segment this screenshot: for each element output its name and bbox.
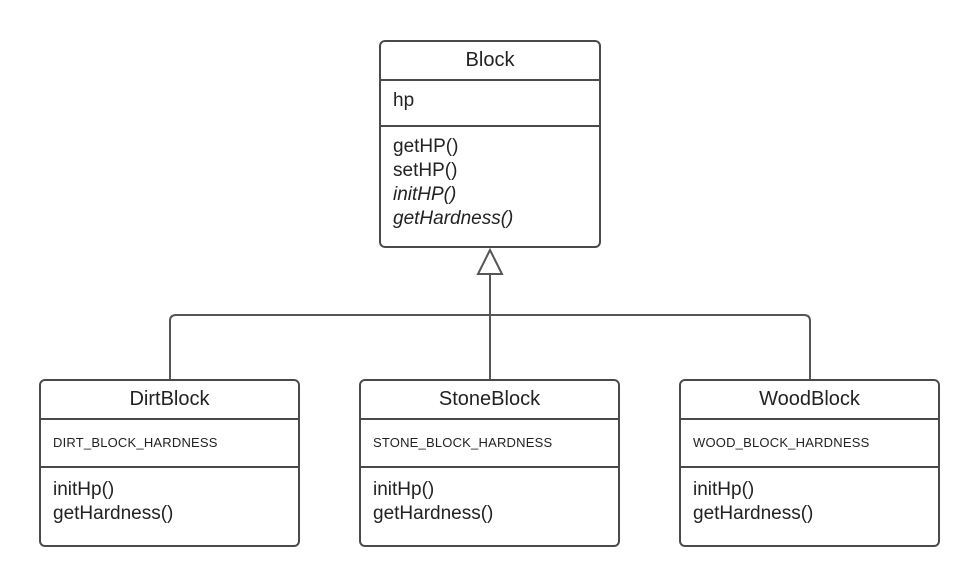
class-woodblock-methods: initHp() getHardness() bbox=[681, 468, 938, 545]
class-dirtblock[interactable]: DirtBlock DIRT_BLOCK_HARDNESS initHp() g… bbox=[39, 379, 300, 547]
class-stoneblock-methods: initHp() getHardness() bbox=[361, 468, 618, 545]
class-block-attributes: hp bbox=[381, 81, 599, 127]
method-gethardness: getHardness() bbox=[373, 503, 494, 524]
class-block-methods: getHP() setHP() initHP() getHardness() bbox=[381, 127, 599, 246]
method-inithp-abstract: initHP() bbox=[393, 184, 457, 205]
class-dirtblock-attributes: DIRT_BLOCK_HARDNESS bbox=[41, 420, 298, 468]
method-inithp: initHp() bbox=[693, 479, 755, 500]
method-gethardness-abstract: getHardness() bbox=[393, 208, 514, 229]
class-block-name-section: Block bbox=[381, 42, 599, 81]
class-stoneblock-name: StoneBlock bbox=[438, 388, 541, 410]
class-dirtblock-methods: initHp() getHardness() bbox=[41, 468, 298, 545]
class-woodblock-attributes: WOOD_BLOCK_HARDNESS bbox=[681, 420, 938, 468]
method-gethardness: getHardness() bbox=[53, 503, 174, 524]
method-gethardness: getHardness() bbox=[693, 503, 814, 524]
class-dirtblock-name-section: DirtBlock bbox=[41, 381, 298, 420]
class-block-name: Block bbox=[465, 49, 515, 71]
class-woodblock[interactable]: WoodBlock WOOD_BLOCK_HARDNESS initHp() g… bbox=[679, 379, 940, 547]
method-inithp: initHp() bbox=[53, 479, 115, 500]
attribute-stone-block-hardness: STONE_BLOCK_HARDNESS bbox=[373, 435, 553, 450]
class-stoneblock[interactable]: StoneBlock STONE_BLOCK_HARDNESS initHp()… bbox=[359, 379, 620, 547]
method-sethp: setHP() bbox=[393, 160, 458, 181]
generalization-arrowhead-icon bbox=[476, 247, 504, 275]
attribute-wood-block-hardness: WOOD_BLOCK_HARDNESS bbox=[693, 435, 870, 450]
class-block[interactable]: Block hp getHP() setHP() initHP() getHar… bbox=[379, 40, 601, 248]
method-gethp: getHP() bbox=[393, 136, 459, 157]
class-stoneblock-name-section: StoneBlock bbox=[361, 381, 618, 420]
class-woodblock-name: WoodBlock bbox=[759, 388, 860, 410]
attribute-hp: hp bbox=[393, 90, 415, 111]
method-inithp: initHp() bbox=[373, 479, 435, 500]
class-dirtblock-name: DirtBlock bbox=[129, 388, 210, 410]
attribute-dirt-block-hardness: DIRT_BLOCK_HARDNESS bbox=[53, 435, 218, 450]
class-woodblock-name-section: WoodBlock bbox=[681, 381, 938, 420]
class-stoneblock-attributes: STONE_BLOCK_HARDNESS bbox=[361, 420, 618, 468]
